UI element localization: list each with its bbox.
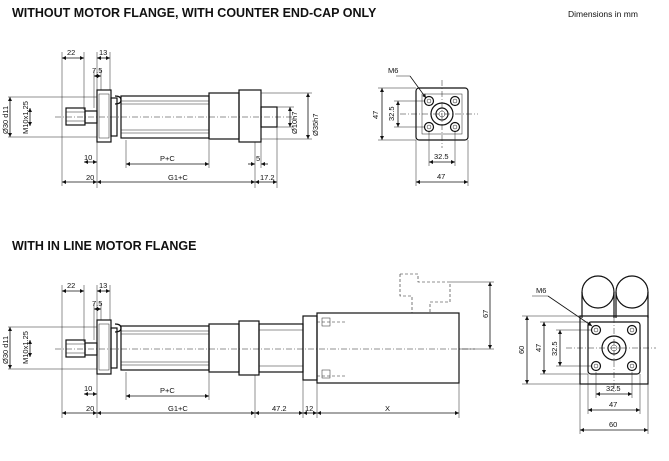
bottom-side-view bbox=[8, 273, 494, 418]
bottom-dim-20: 20 bbox=[86, 404, 94, 413]
bottom-end-dim-60-h: 60 bbox=[609, 420, 617, 429]
bottom-dim-67: 67 bbox=[481, 310, 490, 318]
top-dim-d10h7: Ø10h7 bbox=[290, 111, 299, 134]
bottom-end-dim-47-v: 47 bbox=[534, 344, 543, 352]
top-end-m6-label: M6 bbox=[388, 66, 398, 75]
top-dim-pc: P+C bbox=[160, 154, 175, 163]
bottom-dim-x: X bbox=[385, 404, 390, 413]
top-end-dim-32-5-v: 32.5 bbox=[387, 106, 396, 121]
bottom-dim-22: 22 bbox=[67, 281, 75, 290]
bottom-end-dim-47-h: 47 bbox=[609, 400, 617, 409]
top-end-dim-47-h: 47 bbox=[437, 172, 445, 181]
top-side-view bbox=[8, 52, 312, 188]
top-dim-13: 13 bbox=[99, 48, 107, 57]
bottom-dim-m10: M10x1.25 bbox=[21, 331, 30, 364]
top-dim-g1c: G1+C bbox=[168, 173, 188, 182]
top-dim-7-5: 7.5 bbox=[92, 66, 102, 75]
bottom-end-m6-label: M6 bbox=[536, 286, 546, 295]
bottom-dim-10: 10 bbox=[84, 384, 92, 393]
bottom-dim-d30: Ø30 d11 bbox=[1, 336, 10, 364]
bottom-dim-12: 12 bbox=[305, 404, 313, 413]
top-end-dim-32-5-h: 32.5 bbox=[434, 152, 449, 161]
bottom-dim-pc: P+C bbox=[160, 386, 175, 395]
top-dim-17-2: 17.2 bbox=[260, 173, 275, 182]
top-dim-d30: Ø30 d11 bbox=[1, 106, 10, 134]
bottom-dim-13: 13 bbox=[99, 281, 107, 290]
top-dim-m10: M10x1.25 bbox=[21, 101, 30, 134]
bottom-end-dim-32-5-v: 32.5 bbox=[550, 341, 559, 356]
top-dim-10: 10 bbox=[84, 153, 92, 162]
top-end-dim-47-v: 47 bbox=[371, 111, 380, 119]
bottom-dim-7-5: 7.5 bbox=[92, 299, 102, 308]
bottom-end-view bbox=[522, 275, 656, 434]
top-dim-5: 5 bbox=[256, 154, 260, 163]
bottom-dim-47-2: 47.2 bbox=[272, 404, 287, 413]
bottom-dim-g1c: G1+C bbox=[168, 404, 188, 413]
top-dim-20: 20 bbox=[86, 173, 94, 182]
top-section-title: WITHOUT MOTOR FLANGE, WITH COUNTER END-C… bbox=[12, 6, 377, 20]
units-note: Dimensions in mm bbox=[568, 9, 638, 19]
top-dim-22: 22 bbox=[67, 48, 75, 57]
top-end-view bbox=[378, 75, 478, 186]
top-dim-d35h7: Ø35h7 bbox=[311, 113, 320, 136]
bottom-end-dim-60-v: 60 bbox=[517, 346, 526, 354]
bottom-end-dim-32-5-h: 32.5 bbox=[606, 384, 621, 393]
bottom-section-title: WITH IN LINE MOTOR FLANGE bbox=[12, 239, 196, 253]
